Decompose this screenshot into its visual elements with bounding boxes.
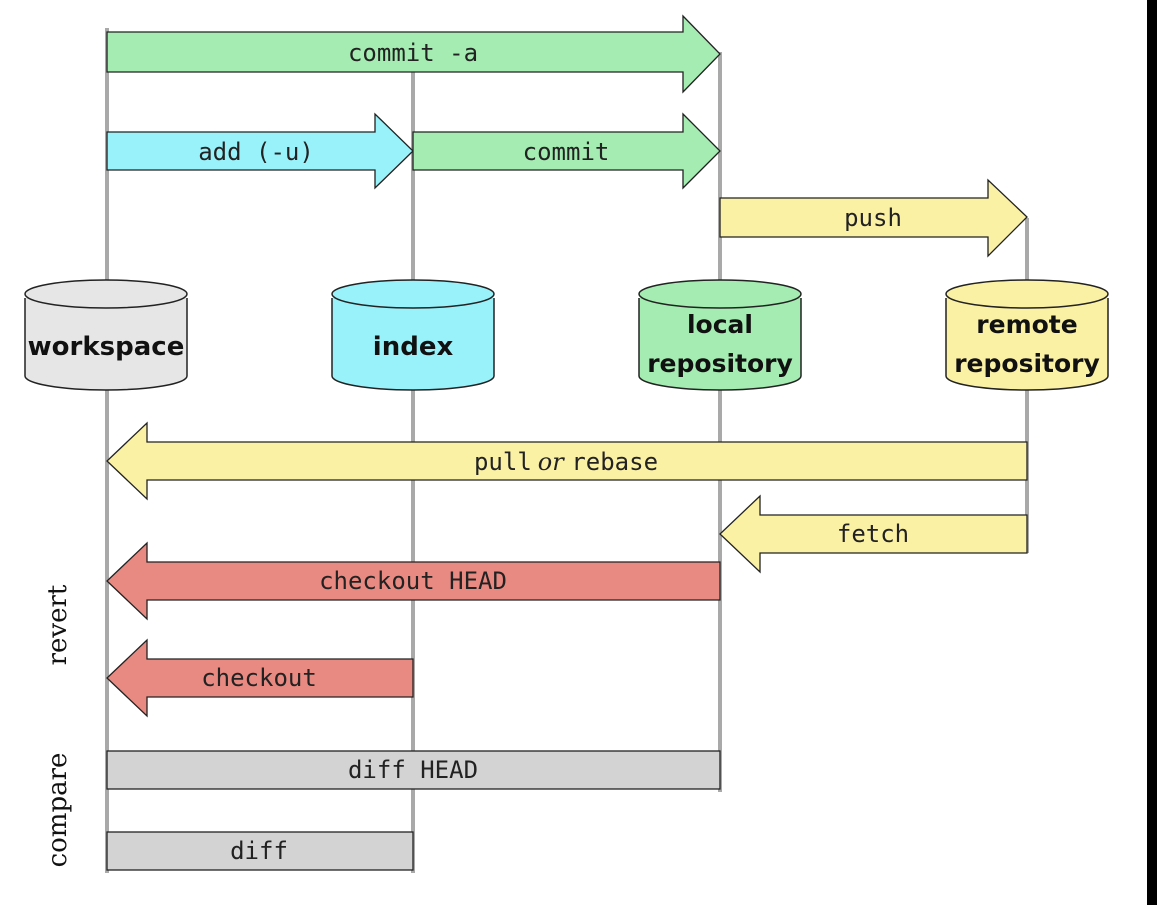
remote-repository-store: remote repository: [945, 279, 1109, 391]
checkout-label: checkout: [201, 664, 317, 692]
local-repository-store: local repository: [638, 279, 802, 391]
fetch-arrow: fetch: [719, 494, 1028, 574]
push-label: push: [844, 204, 902, 232]
pull-rebase-label: pull or rebase: [474, 448, 658, 476]
checkout-head-label: checkout HEAD: [319, 567, 507, 595]
diff-label: diff: [230, 837, 288, 865]
add-arrow: add (-u): [106, 112, 414, 190]
push-arrow: push: [719, 178, 1028, 258]
workspace-store: workspace: [24, 279, 188, 391]
rebase-label: rebase: [571, 448, 658, 476]
checkout-arrow: checkout: [106, 638, 414, 718]
index-store: index: [331, 279, 495, 391]
commit-a-arrow: commit -a: [106, 14, 721, 94]
remote-repository-label-line1: remote: [976, 310, 1077, 339]
workspace-label: workspace: [28, 332, 185, 362]
diff-head-bar: diff HEAD: [106, 750, 721, 790]
commit-a-label: commit -a: [348, 39, 478, 67]
commit-label: commit: [523, 138, 610, 166]
checkout-head-arrow: checkout HEAD: [106, 541, 721, 621]
local-repository-label-line2: repository: [647, 349, 793, 378]
fetch-label: fetch: [837, 520, 909, 548]
compare-side-label: compare: [43, 753, 73, 868]
index-label: index: [373, 332, 454, 362]
remote-repository-label-line2: repository: [954, 349, 1100, 378]
revert-side-label: revert: [43, 584, 73, 665]
add-label: add (-u): [198, 138, 314, 166]
diff-head-label: diff HEAD: [348, 756, 478, 784]
local-repository-label-line1: local: [687, 310, 753, 339]
pull-rebase-arrow: pull or rebase: [106, 421, 1028, 501]
pull-label: pull: [474, 448, 532, 476]
diff-bar: diff: [106, 831, 414, 871]
or-label: or: [538, 448, 572, 476]
commit-arrow: commit: [412, 112, 721, 190]
